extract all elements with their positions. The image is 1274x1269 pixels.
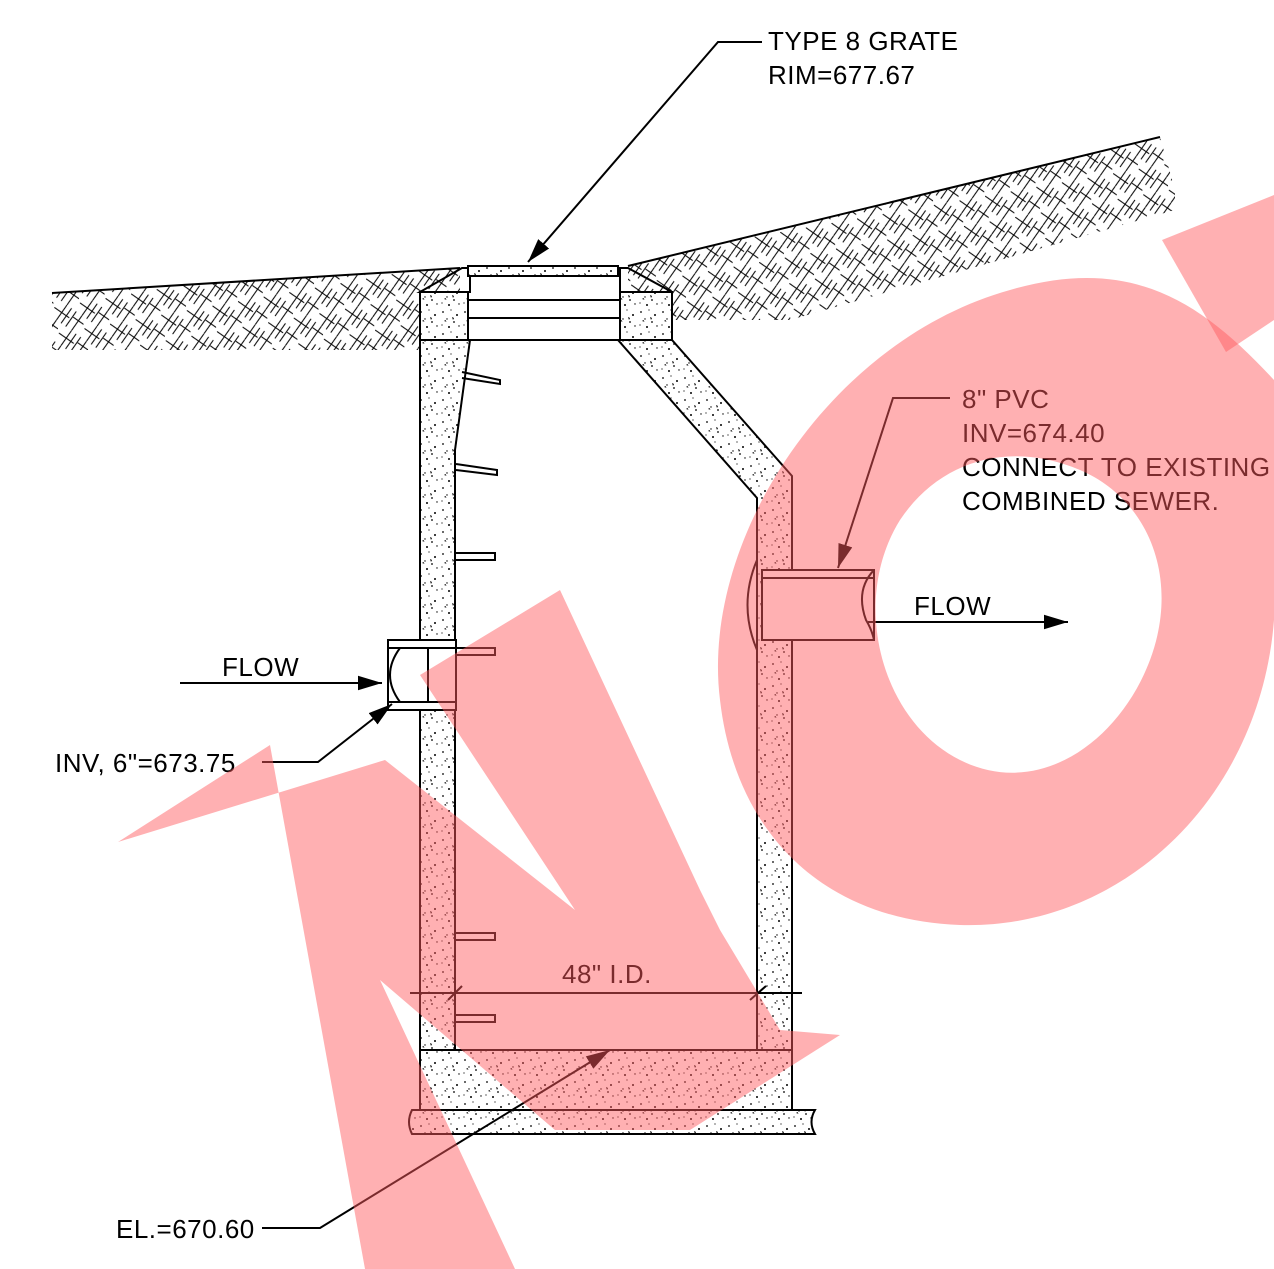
diameter-label: 48" I.D.: [562, 959, 652, 989]
inlet-flow-arrow: FLOW: [180, 652, 382, 691]
outlet-note-line1: CONNECT TO EXISTING: [962, 452, 1271, 482]
outlet-note-line2: COMBINED SEWER.: [962, 486, 1219, 516]
ground-soil: [51, 136, 1175, 350]
grate: [467, 265, 619, 277]
outlet-flow-label: FLOW: [914, 591, 991, 621]
diameter-dimension: 48" I.D.: [410, 959, 802, 1001]
inlet-pipe: [387, 639, 457, 711]
rim-elevation-label: RIM=677.67: [768, 60, 915, 90]
base-slab: [408, 1109, 817, 1135]
grate-callout: TYPE 8 GRATE RIM=677.67: [527, 26, 958, 263]
outlet-pipe-size-label: 8" PVC: [962, 384, 1049, 414]
outlet-pipe: [746, 559, 875, 651]
inlet-flow-label: FLOW: [222, 652, 299, 682]
outlet-callout: 8" PVC INV=674.40 CONNECT TO EXISTING CO…: [837, 384, 1271, 569]
grate-type-label: TYPE 8 GRATE: [768, 26, 958, 56]
manhole-steps: [455, 371, 501, 1023]
watermark-no: [118, 195, 1274, 1269]
inlet-invert-label: INV, 6"=673.75: [55, 748, 236, 778]
watermark-letter-o: [717, 277, 1274, 926]
outlet-invert-label: INV=674.40: [962, 418, 1105, 448]
bottom-elevation-callout: EL.=670.60: [116, 1049, 611, 1244]
outlet-flow-arrow: FLOW: [868, 591, 1068, 630]
watermark-letter-t-fragment: [1162, 195, 1274, 352]
adjusting-ring-right: [619, 291, 673, 341]
adjusting-ring-left: [419, 291, 469, 341]
watermark-letter-n: [118, 590, 840, 1269]
inlet-invert-callout: INV, 6"=673.75: [55, 703, 393, 778]
bottom-elevation-label: EL.=670.60: [116, 1214, 255, 1244]
